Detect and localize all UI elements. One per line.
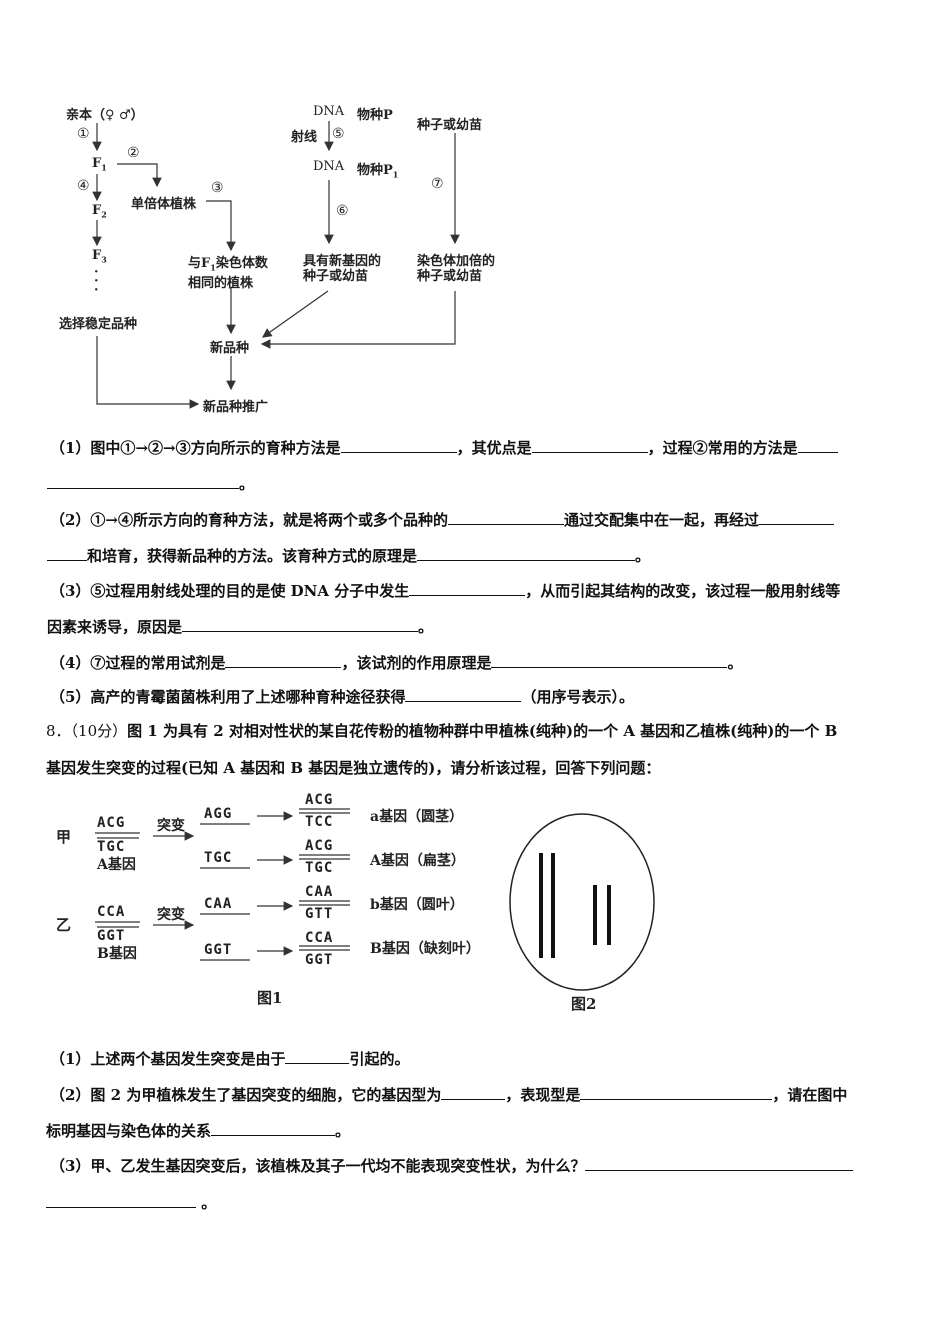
gene-b-label: B基因 xyxy=(97,946,137,962)
answer-blank[interactable] xyxy=(405,687,522,702)
step-4: ④ xyxy=(77,178,90,194)
seq-b-top: CCA xyxy=(97,904,126,920)
species-p-label: 物种P xyxy=(357,108,393,123)
doubled-seed-label: 染色体加倍的种子或幼苗 xyxy=(417,254,496,284)
gene-b-small-label: b基因（圆叶） xyxy=(370,897,464,913)
step-7: ⑦ xyxy=(431,176,444,192)
step-6: ⑥ xyxy=(336,203,349,219)
answer-blank[interactable] xyxy=(47,546,87,561)
question-8-2-cont: 标明基因与染色体的关系。 xyxy=(46,1121,351,1140)
answer-blank[interactable] xyxy=(182,617,419,632)
answer-blank[interactable] xyxy=(491,653,728,668)
new-gene-seed-label: 具有新基因的种子或幼苗 xyxy=(303,254,382,284)
answer-blank[interactable] xyxy=(580,1085,773,1100)
question-8-3-cont: 。 xyxy=(46,1192,216,1213)
seq-a2-res-top: ACG xyxy=(305,838,334,854)
question-7-2: （2）①→④所示方向的育种方法，就是将两个或多个品种的通过交配集中在一起，再经过 xyxy=(50,509,835,530)
promote-label: 新品种推广 xyxy=(203,400,269,415)
question-7-1-cont: 。 xyxy=(47,473,254,494)
answer-blank[interactable] xyxy=(409,581,526,596)
gene-b-big-label: B基因（缺刻叶） xyxy=(370,941,480,957)
question-7-1: （1）图中①→②→③方向所示的育种方法是，其优点是，过程②常用的方法是 xyxy=(50,437,838,458)
seq-agg: AGG xyxy=(204,806,233,822)
parent-label: 亲本（♀ ♂） xyxy=(66,108,144,123)
haploid-label: 单倍体植株 xyxy=(131,197,197,212)
answer-blank[interactable] xyxy=(441,1085,506,1100)
seq-a-res-top: ACG xyxy=(305,792,334,808)
question-7-3: （3）⑤过程用射线处理的目的是使 DNA 分子中发生，从而引起其结构的改变，该过… xyxy=(50,581,841,600)
question-8-stem: 8．（10分）图 1 为具有 2 对相对性状的某自花传粉的植物种群中甲植株(纯种… xyxy=(46,722,838,740)
question-8-3: （3）甲、乙发生基因突变后，该植株及其子一代均不能表现突变性状，为什么？ xyxy=(50,1155,854,1176)
seq-a2-res-bottom: TGC xyxy=(305,860,334,876)
seq-a-bottom: TGC xyxy=(97,839,126,855)
seq-b-res-bottom: GTT xyxy=(305,906,334,922)
jia-label: 甲 xyxy=(56,828,72,846)
seed-top-label: 种子或幼苗 xyxy=(417,118,483,133)
figure-1-caption: 图1 xyxy=(257,989,283,1007)
answer-blank[interactable] xyxy=(340,438,457,453)
seq-b-bottom: GGT xyxy=(97,928,126,944)
species-p1-label: 物种P1 xyxy=(357,163,399,180)
figure-2-caption: 图2 xyxy=(571,995,597,1013)
f3-label: F3 xyxy=(92,248,107,265)
question-8-1: （1）上述两个基因发生突变是由于引起的。 xyxy=(50,1049,410,1068)
answer-blank[interactable] xyxy=(531,438,648,453)
seq-caa: CAA xyxy=(204,896,233,912)
gene-a-small-label: a基因（圆茎） xyxy=(370,809,464,825)
question-7-3-cont: 因素来诱导，原因是。 xyxy=(47,617,434,636)
f1-label: F1 xyxy=(92,156,107,173)
step-3: ③ xyxy=(211,180,224,196)
answer-blank[interactable] xyxy=(585,1156,854,1171)
question-8-stem-cont: 基因发生突变的过程(已知 A 基因和 B 基因是独立遗传的)，请分析该过程，回答… xyxy=(46,759,661,777)
answer-blank[interactable] xyxy=(46,1193,196,1208)
seq-b2-res-bottom: GGT xyxy=(305,952,334,968)
seq-tgc: TGC xyxy=(204,850,233,866)
seq-b2-res-top: CCA xyxy=(305,930,334,946)
question-8-2: （2）图 2 为甲植株发生了基因突变的细胞，它的基因型为，表现型是，请在图中 xyxy=(50,1085,848,1104)
select-stable-label: 选择稳定品种 xyxy=(59,317,138,332)
answer-blank[interactable] xyxy=(47,474,239,489)
question-7-5: （5）高产的青霉菌菌株利用了上述哪种育种途径获得（用序号表示）。 xyxy=(50,687,634,706)
dna-top-label: DNA xyxy=(313,104,345,119)
question-7-4: （4）⑦过程的常用试剂是，该试剂的作用原理是。 xyxy=(50,653,743,672)
cell-figure2 xyxy=(509,813,655,991)
step-5: ⑤ xyxy=(332,126,345,142)
yi-label: 乙 xyxy=(56,916,72,934)
mutation-label-2: 突变 xyxy=(157,907,185,923)
answer-blank[interactable] xyxy=(211,1121,336,1136)
dna-mid-label: DNA xyxy=(313,159,345,174)
question-7-2-cont: 和培育，获得新品种的方法。该育种方式的原理是。 xyxy=(47,545,650,566)
f2-label: F2 xyxy=(92,203,107,220)
step-2: ② xyxy=(127,145,140,161)
seq-a-res-bottom: TCC xyxy=(305,814,334,830)
gene-a-label: A基因 xyxy=(97,857,136,873)
gene-a-big-label: A基因（扁茎） xyxy=(370,853,465,869)
answer-blank[interactable] xyxy=(285,1049,350,1064)
answer-blank[interactable] xyxy=(797,438,838,453)
continuation-dots: · · · xyxy=(94,265,99,298)
answer-blank[interactable] xyxy=(225,653,342,668)
same-as-f1-label: 与F1染色体数 相同的植株 xyxy=(188,256,268,291)
seq-a-top: ACG xyxy=(97,815,126,831)
answer-blank[interactable] xyxy=(448,510,565,525)
answer-blank[interactable] xyxy=(417,546,636,561)
seq-ggt: GGT xyxy=(204,942,233,958)
ray-label: 射线 xyxy=(291,130,318,145)
seq-b-res-top: CAA xyxy=(305,884,334,900)
new-variety-label: 新品种 xyxy=(210,341,250,356)
mutation-label-1: 突变 xyxy=(157,818,185,834)
step-1: ① xyxy=(77,126,90,142)
answer-blank[interactable] xyxy=(759,510,835,525)
